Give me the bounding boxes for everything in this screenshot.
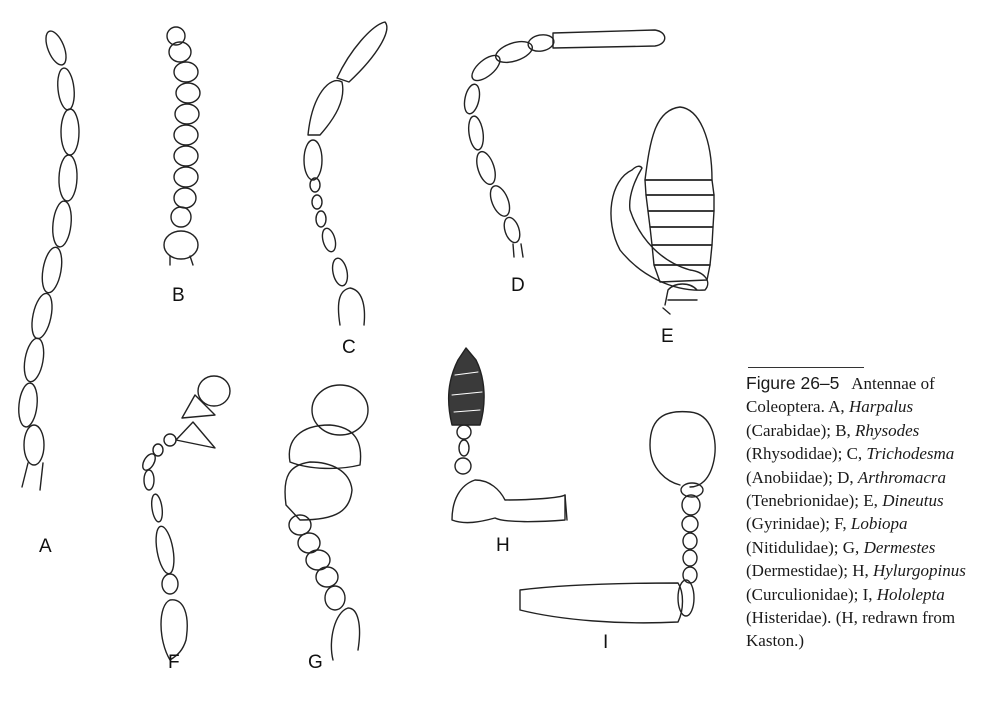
label-i: I [603, 632, 608, 653]
caption-note: (H, redrawn from Kaston.) [746, 608, 956, 651]
antenna-f [142, 375, 231, 661]
caption-entry-panel: F, [830, 514, 851, 534]
caption-entry-family: (Tenebrionidae); [746, 491, 860, 511]
caption-title: Antennae of Coleoptera. [746, 374, 935, 417]
antenna-g [284, 384, 369, 661]
caption-entry-genus: Dineutus [882, 491, 944, 511]
caption-entry-panel: A, [828, 397, 849, 417]
antenna-b [163, 26, 201, 266]
caption-entry-family: (Histeridae). [746, 608, 832, 628]
caption-entry-genus: Rhysodes [855, 420, 920, 440]
label-c: C [342, 337, 356, 358]
caption-entry-genus: Lobiopa [850, 514, 908, 534]
antenna-a [18, 30, 80, 491]
caption-entry-panel: H, [847, 561, 873, 581]
label-e: E [661, 326, 674, 347]
label-g: G [308, 652, 323, 673]
caption-entry-panel: E, [859, 491, 883, 511]
label-b: B [172, 285, 185, 306]
caption-entry-family: (Anobiidae); [746, 467, 833, 487]
antenna-h [447, 347, 568, 524]
caption-entries: A, Harpalus (Carabidae); B, Rhysodes (Rh… [746, 397, 966, 627]
figure-caption: Figure 26–5 Antennae of Coleoptera. A, H… [746, 372, 994, 653]
caption-entry-genus: Trichodesma [866, 444, 955, 464]
caption-entry-family: (Rhysodidae); [746, 444, 843, 464]
caption-entry-panel: I, [858, 584, 877, 604]
antenna-e [610, 106, 715, 315]
caption-entry-family: (Nitidulidae); [746, 537, 839, 557]
caption-entry-genus: Hylurgopinus [872, 561, 966, 581]
caption-entry-panel: C, [842, 444, 867, 464]
caption-entry-panel: D, [832, 467, 858, 487]
caption-rule [748, 367, 864, 368]
caption-entry-family: (Dermestidae); [746, 561, 848, 581]
caption-entry-genus: Hololepta [876, 584, 945, 604]
caption-entry-panel: B, [830, 420, 856, 440]
caption-entry-genus: Dermestes [863, 537, 936, 557]
caption-entry-family: (Curculionidae); [746, 584, 859, 604]
caption-entry-panel: G, [838, 537, 864, 557]
antenna-i [519, 410, 716, 624]
label-d: D [511, 275, 525, 296]
antenna-c [303, 21, 388, 326]
figure-number: Figure 26–5 [746, 373, 840, 393]
caption-entry-genus: Arthromacra [857, 467, 947, 487]
caption-entry-family: (Gyrinidae); [746, 514, 831, 534]
label-h: H [496, 535, 510, 556]
antenna-d [463, 29, 666, 258]
label-f: F [168, 652, 180, 673]
caption-entry-genus: Harpalus [848, 397, 914, 417]
label-a: A [39, 536, 52, 557]
caption-entry-family: (Carabidae); [746, 420, 831, 440]
